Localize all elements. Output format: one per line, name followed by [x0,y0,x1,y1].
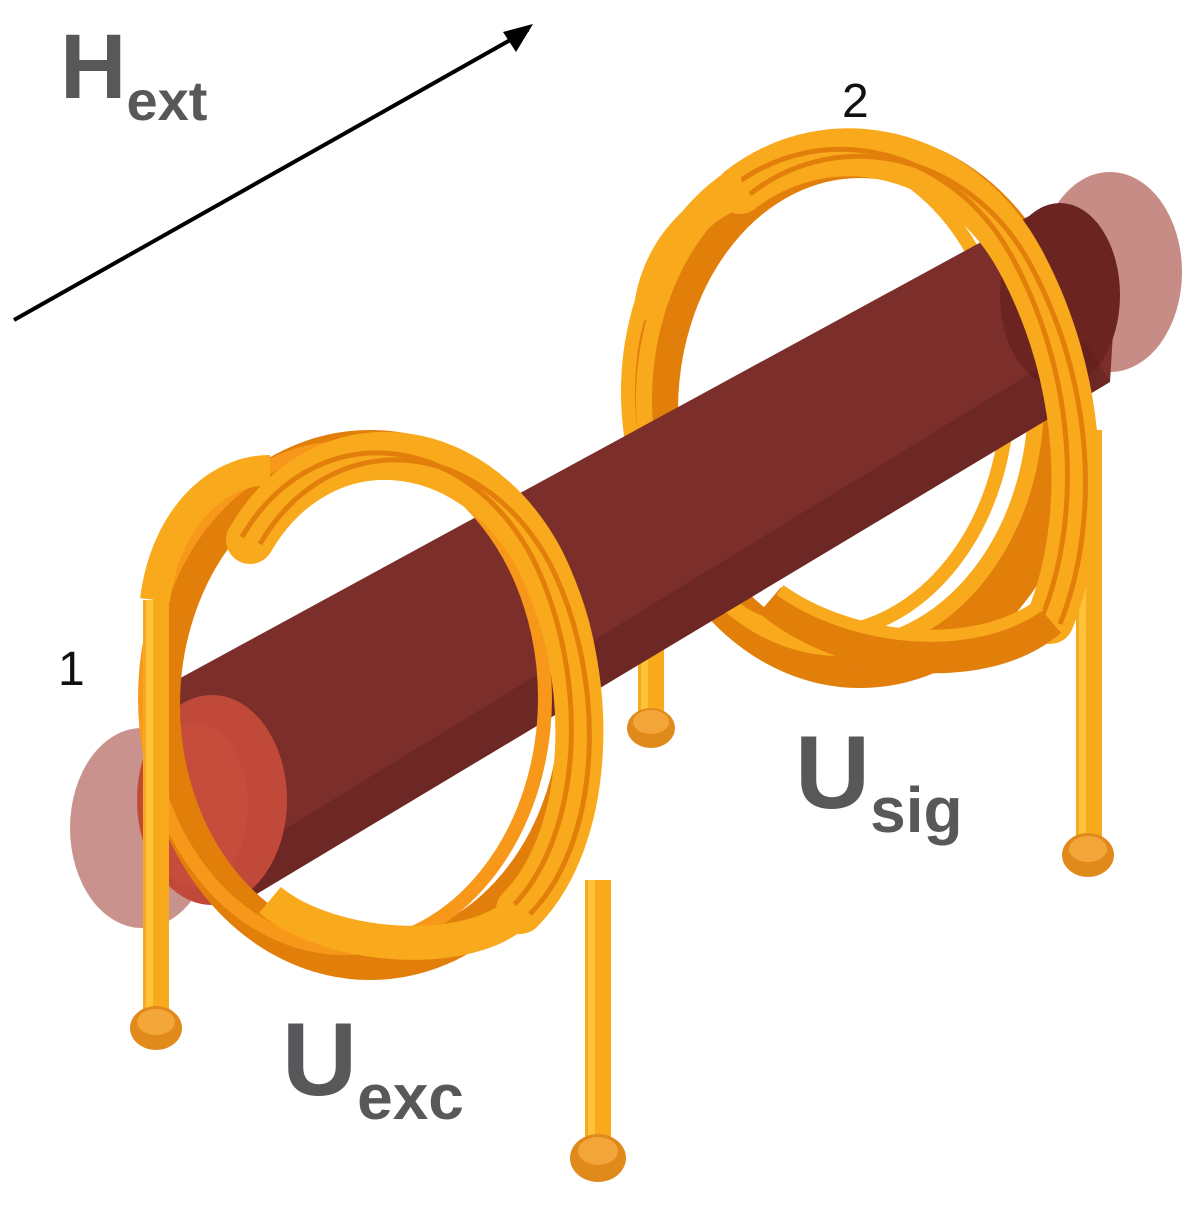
signal-coil-front [633,128,1100,674]
excitation-coil-front [140,431,604,960]
external-field-subscript: ext [126,69,207,132]
excitation-voltage-subscript: exc [357,1061,464,1133]
excitation-voltage-symbol: U [282,1002,357,1118]
signal-voltage-subscript: sig [870,774,962,846]
signal-voltage-label: Usig [795,715,963,846]
external-field-label: Hext [60,16,207,132]
magnetic-core [137,203,1120,905]
coil-2-number: 2 [842,75,869,128]
external-field-arrow [13,24,533,322]
coil-1-number: 1 [58,643,85,696]
excitation-voltage-label: Uexc [282,1002,464,1133]
external-field-symbol: H [60,16,126,118]
signal-voltage-symbol: U [795,715,870,831]
